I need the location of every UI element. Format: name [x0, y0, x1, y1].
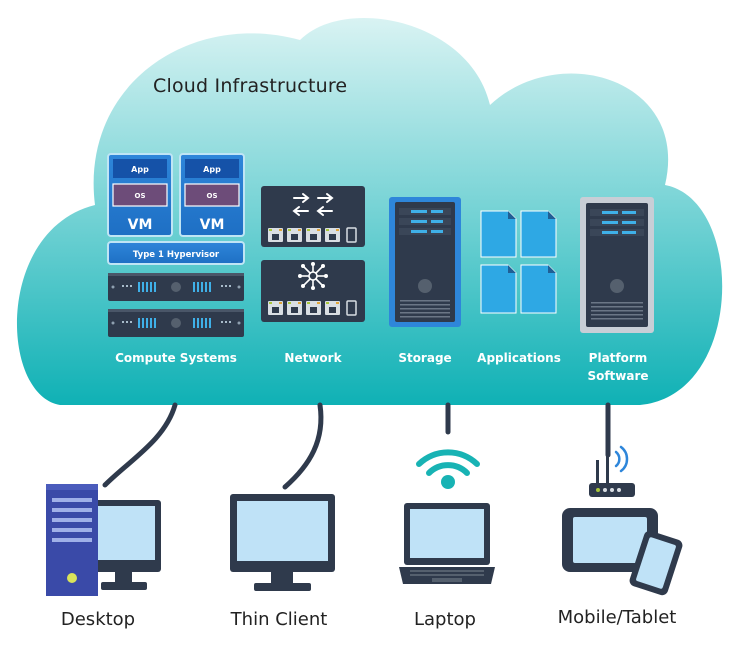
- storage-tower: [389, 197, 461, 327]
- vm-label: VM: [200, 217, 225, 233]
- network-router: [261, 260, 365, 322]
- desktop-computer: [46, 484, 161, 596]
- wireless-router: [589, 445, 635, 497]
- wifi-icon: [416, 449, 480, 489]
- hypervisor-bar: [107, 241, 245, 265]
- thin-client-label: Thin Client: [230, 609, 328, 630]
- mobile-tablet-label: Mobile/Tablet: [557, 607, 677, 628]
- vm-card: [179, 153, 245, 237]
- applications-label: Applications: [477, 351, 561, 365]
- rack-server: [108, 273, 244, 301]
- connection-cables: [102, 402, 611, 490]
- hub-icon: [301, 265, 325, 287]
- laptop-label: Laptop: [414, 609, 476, 630]
- tablet: [562, 508, 658, 572]
- os-label: OS: [207, 192, 218, 200]
- applications-documents: [480, 210, 557, 314]
- desktop-label: Desktop: [60, 609, 136, 630]
- thin-client-monitor: [230, 494, 335, 591]
- vm-label: VM: [128, 217, 153, 233]
- laptop: [399, 503, 495, 584]
- platform-label-line1: Platform: [588, 351, 648, 365]
- vm-card: [107, 153, 173, 237]
- app-label: App: [131, 165, 149, 174]
- arrows-icon: [292, 193, 334, 216]
- platform-server: [580, 197, 654, 333]
- network-label: Network: [284, 351, 342, 365]
- storage-label: Storage: [398, 351, 452, 365]
- compute-systems-group: App App OS OS VM VM Type 1 Hypervisor: [107, 153, 245, 337]
- diagram-title: Cloud Infrastructure: [153, 75, 348, 97]
- hypervisor-label: Type 1 Hypervisor: [133, 250, 220, 260]
- compute-systems-label: Compute Systems: [115, 351, 237, 365]
- os-label: OS: [135, 192, 146, 200]
- app-label: App: [203, 165, 221, 174]
- network-switch: [261, 186, 365, 247]
- rack-server: [108, 309, 244, 337]
- platform-label-line2: Software: [587, 369, 649, 383]
- mobile-phone: [629, 530, 683, 596]
